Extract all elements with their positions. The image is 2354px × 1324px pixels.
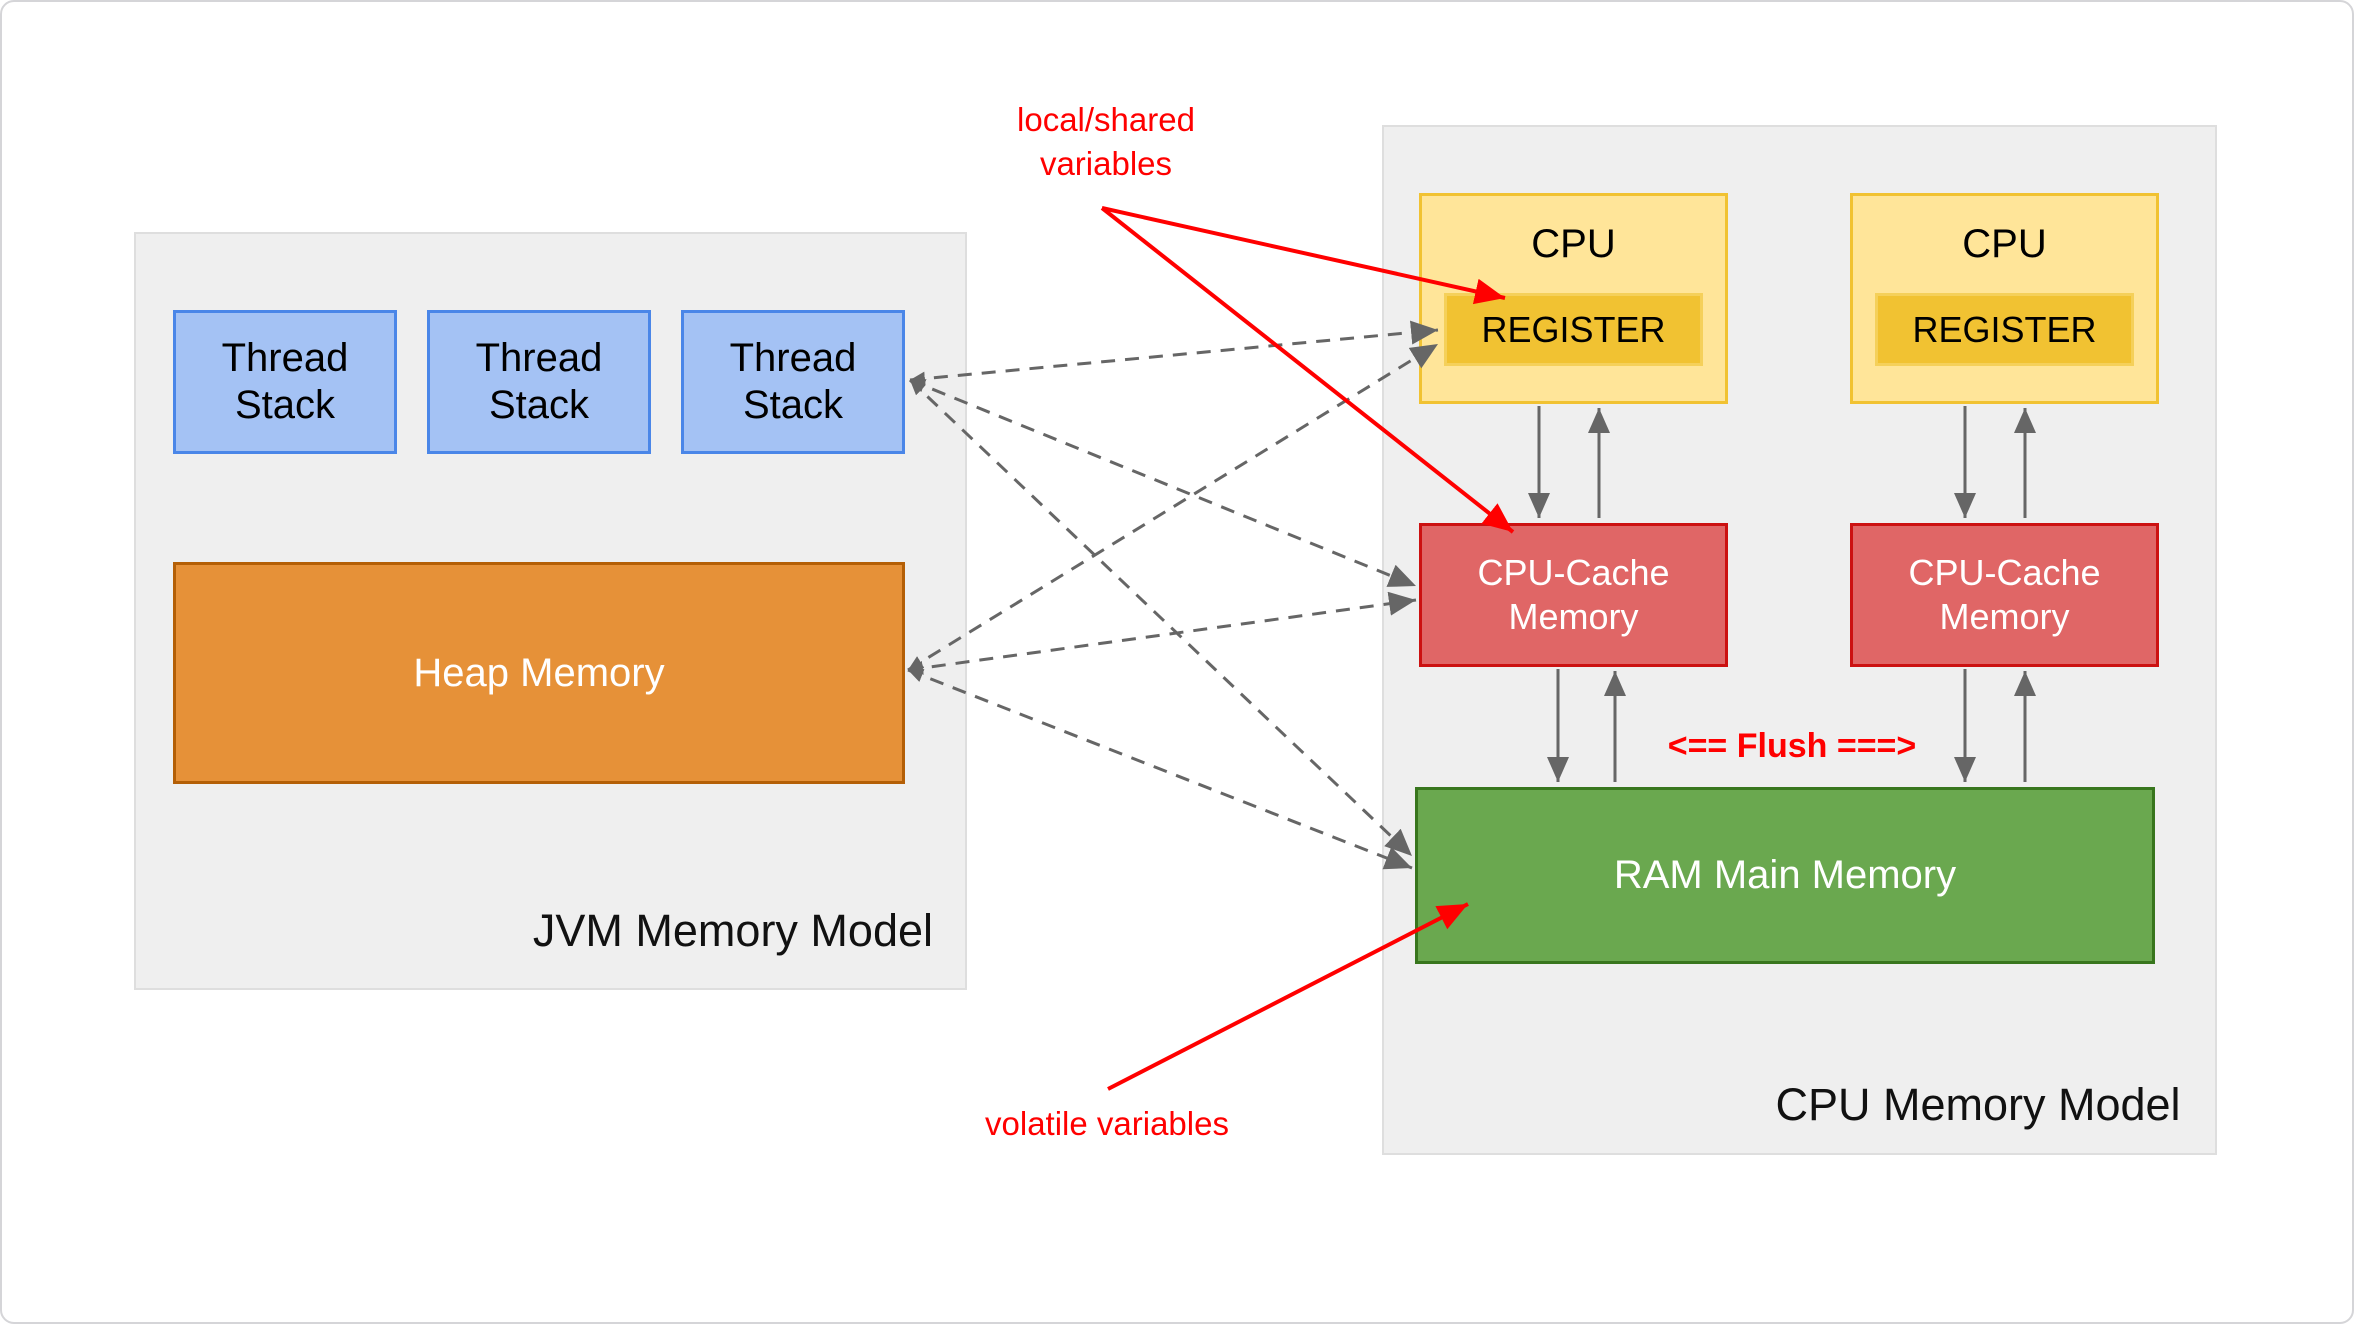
local-shared-variables-note: local/shared variables [956,98,1256,186]
dashed-arrow-heap-to-cache [907,591,1417,675]
thread-stack-box-3: Thread Stack [681,310,905,454]
dashed-arrow-thread-to-ram [908,378,1414,858]
cpu-cache-box-2: CPU-Cache Memory [1850,523,2159,667]
cpu-label: CPU [1531,222,1616,266]
register-label: REGISTER [1912,308,2097,350]
cpu-cache-label: CPU-Cache Memory [1477,552,1670,637]
dashed-arrow-thread-to-cache [909,378,1417,588]
ram-main-memory-box: RAM Main Memory [1415,787,2155,964]
cpu-label: CPU [1962,222,2047,266]
cpu-cache-label: CPU-Cache Memory [1908,552,2101,637]
flush-note: <== Flush ===> [1667,727,1917,765]
local-shared-note-line2: variables [1039,145,1173,182]
local-shared-note-line1: local/shared [1017,101,1195,138]
cpu-cache-box-1: CPU-Cache Memory [1419,523,1728,667]
volatile-variables-note: volatile variables [985,1105,1229,1142]
thread-stack-box-1: Thread Stack [173,310,397,454]
dashed-arrow-thread-to-register [909,320,1439,386]
thread-stack-box-2: Thread Stack [427,310,651,454]
register-box-1: REGISTER [1444,293,1703,366]
register-box-2: REGISTER [1875,293,2134,366]
dashed-arrow-heap-to-ram [907,668,1413,870]
thread-stack-label: Thread Stack [729,336,857,427]
cpu-panel-title: CPU Memory Model [1775,1079,2181,1130]
thread-stack-label: Thread Stack [475,336,603,427]
ram-main-memory-label: RAM Main Memory [1613,853,1957,897]
heap-memory-box: Heap Memory [173,562,905,784]
jvm-panel-title: JVM Memory Model [532,905,933,956]
heap-memory-label: Heap Memory [413,650,665,695]
register-label: REGISTER [1481,308,1666,350]
dashed-arrow-heap-to-register [907,342,1439,672]
thread-stack-label: Thread Stack [221,336,349,427]
